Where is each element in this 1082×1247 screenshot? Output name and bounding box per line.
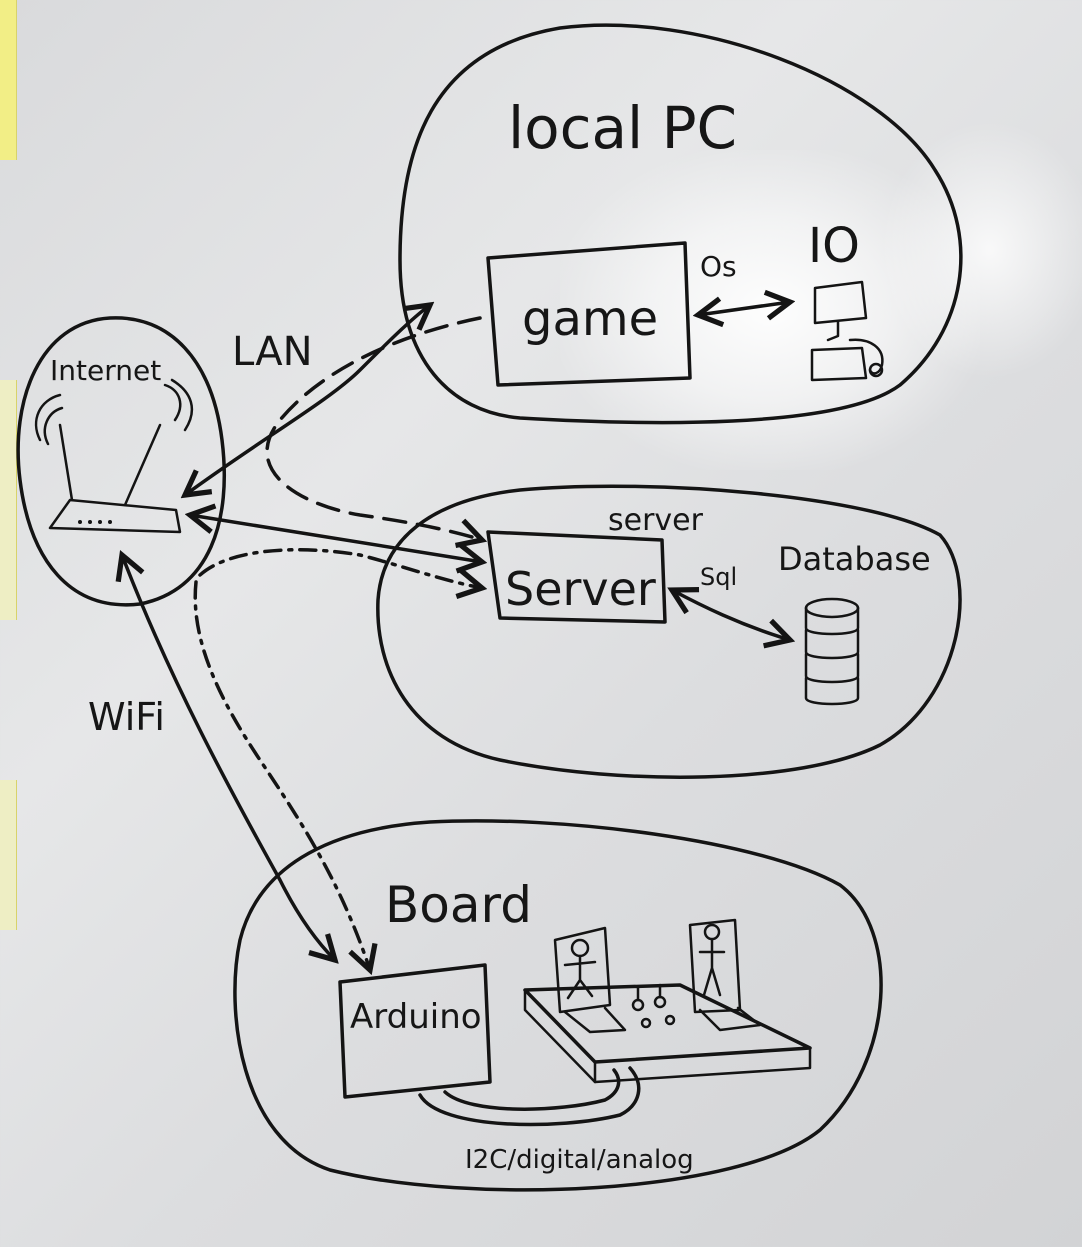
local-pc-title: local PC [508, 94, 737, 162]
wifi-label: WiFi [88, 695, 165, 739]
server-db-link [672, 590, 790, 640]
local-pc-region [398, 23, 963, 425]
game-board-icon [523, 918, 812, 1084]
arduino-box [338, 963, 492, 1099]
wifi-link [122, 555, 335, 960]
lan-label: LAN [232, 329, 313, 375]
server-box [486, 530, 667, 624]
board-cable [418, 1066, 641, 1127]
io-label: IO [808, 218, 860, 274]
bus-label: I2C/digital/analog [465, 1145, 694, 1175]
game-box [486, 241, 692, 387]
sticky-note-pale [0, 380, 17, 620]
server-label: Server [505, 562, 656, 616]
arduino-dashdot-link [193, 580, 370, 970]
lan-link-server [190, 515, 482, 562]
sticky-note-pale-lower [0, 780, 17, 930]
os-label: Os [700, 250, 737, 283]
game-label: game [522, 291, 658, 347]
board-cable-inner [443, 1068, 621, 1111]
sticky-note-yellow [0, 0, 17, 160]
board-title: Board [385, 876, 532, 934]
server-region [376, 484, 962, 779]
lan-link-game [185, 305, 430, 495]
arduino-label: Arduino [350, 997, 482, 1037]
database-label: Database [778, 540, 931, 578]
router-icon [34, 378, 194, 534]
database-icon [804, 597, 860, 706]
server-region-title: server [608, 503, 704, 538]
sql-label: Sql [700, 563, 737, 591]
internet-label: Internet [50, 354, 161, 387]
game-io-link [698, 302, 790, 315]
computer-icon [810, 280, 884, 382]
